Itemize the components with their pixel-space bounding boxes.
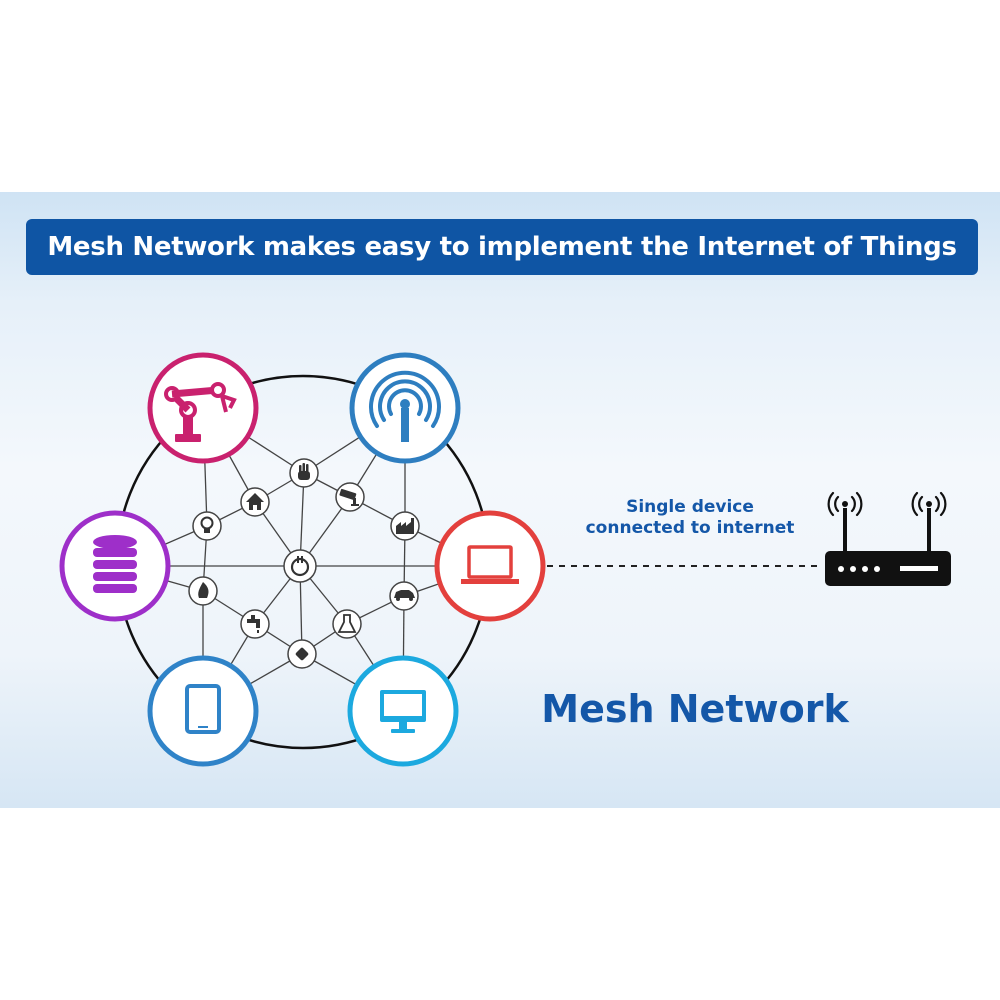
mesh-network-panel: Mesh Network makes easy to implement the… bbox=[0, 192, 1000, 808]
sensor-node-house bbox=[240, 487, 270, 517]
plug-icon bbox=[295, 647, 309, 661]
tablet-icon bbox=[185, 684, 221, 734]
power-plug-icon bbox=[290, 556, 310, 577]
sensor-node-faucet bbox=[240, 609, 270, 639]
database-node bbox=[59, 510, 171, 622]
sensor-node-lightbulb bbox=[192, 511, 222, 541]
connection-note-line-1: Single device bbox=[626, 497, 754, 517]
banner-title: Mesh Network makes easy to implement the… bbox=[47, 232, 957, 262]
security-camera-icon bbox=[339, 488, 359, 506]
monitor-node bbox=[347, 655, 459, 767]
router-icon bbox=[825, 491, 951, 586]
factory-icon bbox=[396, 518, 414, 534]
database-icon bbox=[93, 535, 137, 593]
tablet-node bbox=[147, 655, 259, 767]
mesh-network-label: Mesh Network bbox=[541, 687, 849, 731]
sensor-node-plug bbox=[287, 639, 317, 669]
antenna-icon bbox=[369, 370, 441, 442]
title-banner: Mesh Network makes easy to implement the… bbox=[26, 219, 978, 275]
antenna-node bbox=[349, 352, 461, 464]
sensor-node-hand bbox=[289, 458, 319, 488]
router-device bbox=[825, 491, 951, 586]
sensor-node-fire bbox=[188, 576, 218, 606]
faucet-icon bbox=[247, 615, 260, 633]
lightbulb-icon bbox=[200, 516, 214, 533]
monitor-icon bbox=[380, 690, 426, 733]
car-icon bbox=[394, 590, 415, 601]
sensor-node-car bbox=[389, 581, 419, 611]
connection-note: Single device connected to internet bbox=[560, 497, 820, 539]
robot-arm-node bbox=[147, 352, 259, 464]
flask-icon bbox=[337, 614, 357, 633]
sensor-node-flask bbox=[332, 609, 362, 639]
robot-arm-icon bbox=[164, 382, 237, 442]
hand-icon bbox=[298, 463, 310, 480]
laptop-node bbox=[434, 510, 546, 622]
connection-note-line-2: connected to internet bbox=[585, 518, 795, 538]
fire-icon bbox=[198, 582, 209, 598]
laptop-icon bbox=[461, 545, 519, 584]
sensor-node-camera bbox=[335, 482, 365, 512]
sensor-node-factory bbox=[390, 511, 420, 541]
house-icon bbox=[246, 493, 264, 510]
mesh-diagram bbox=[59, 352, 951, 767]
sensor-node-power bbox=[283, 549, 317, 583]
